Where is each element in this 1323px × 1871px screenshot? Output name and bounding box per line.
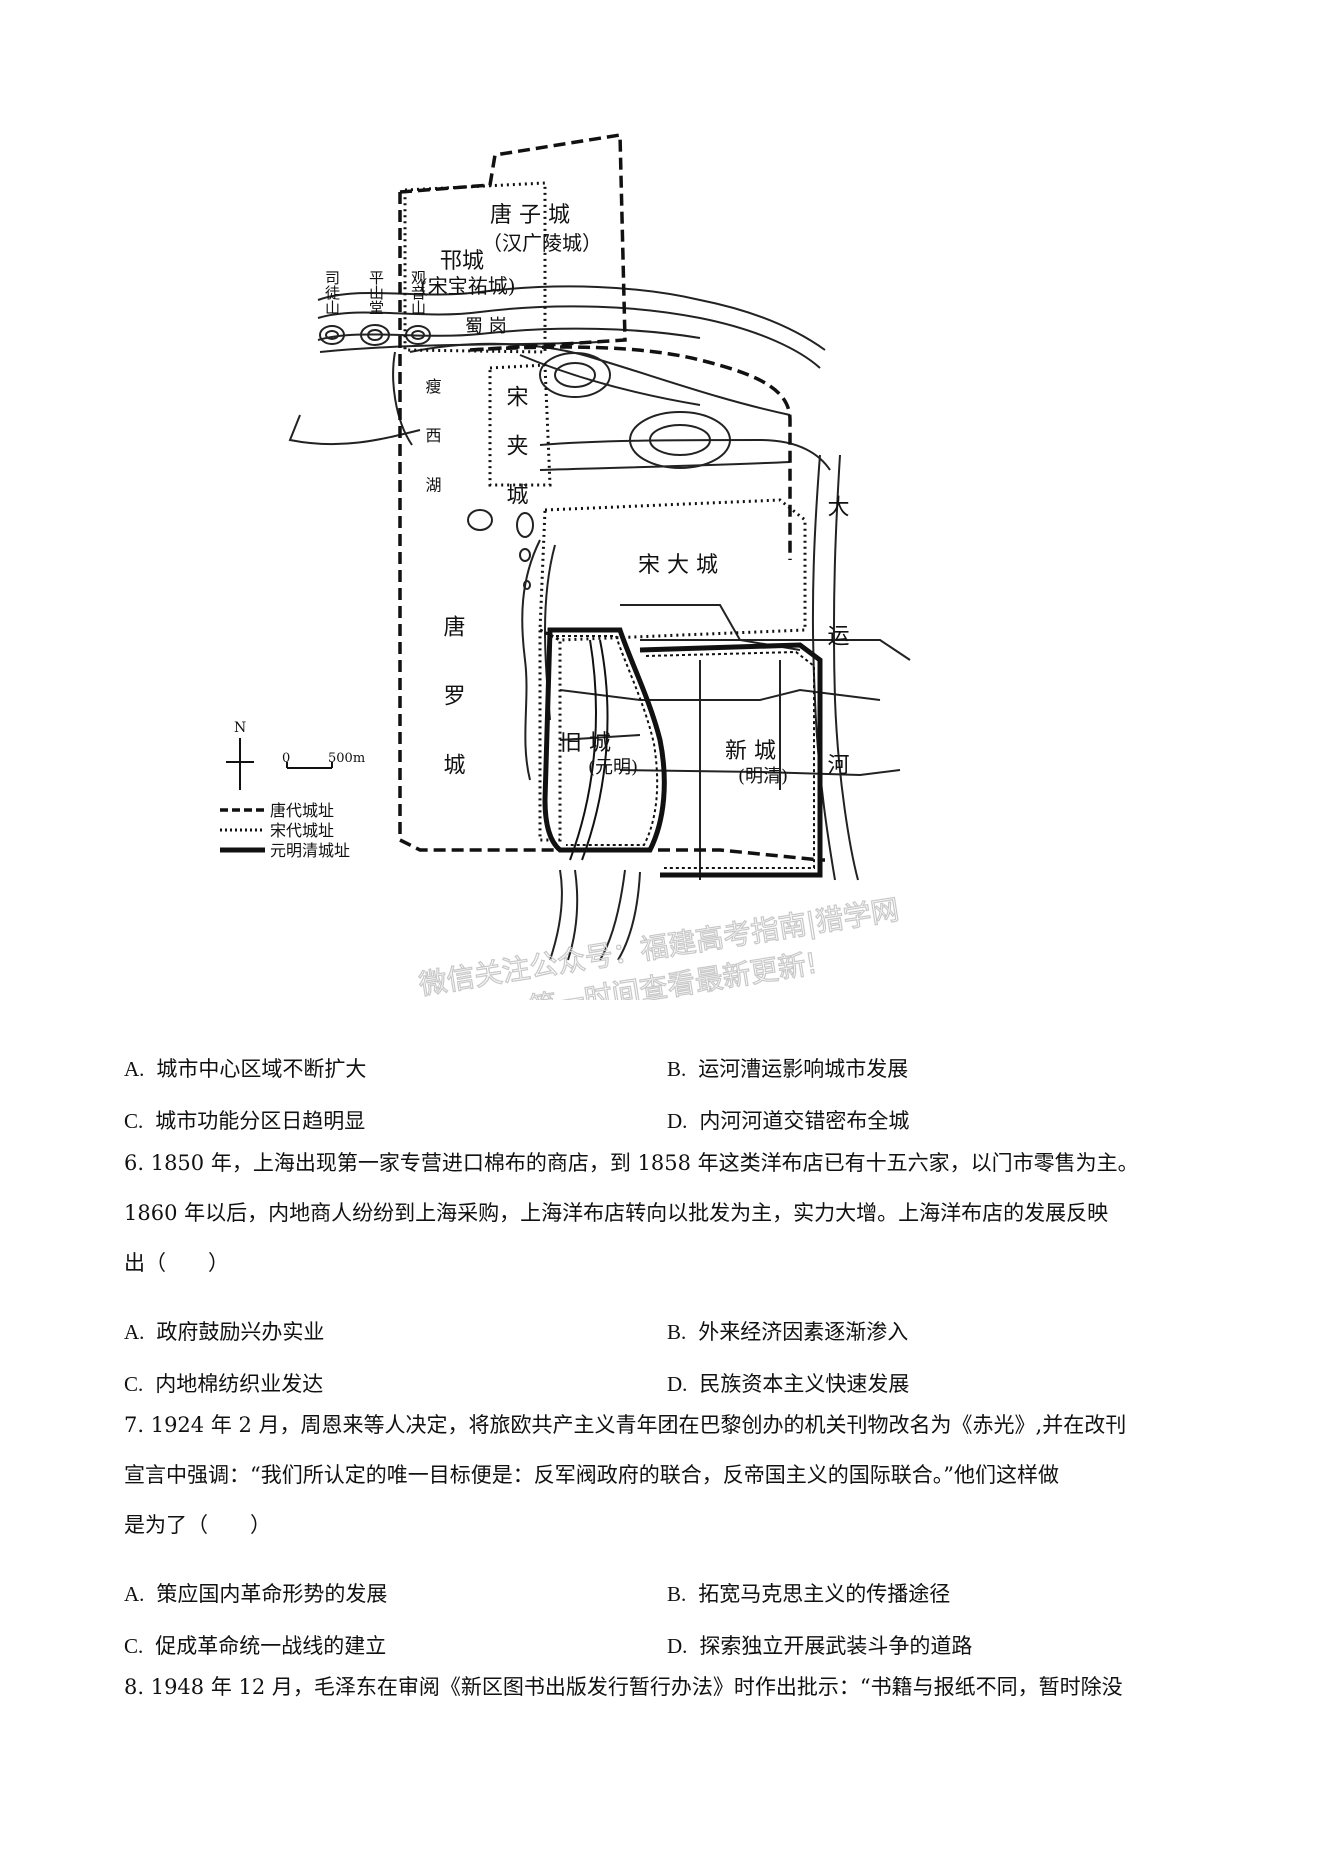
q6-line-3: 出（ ） xyxy=(124,1251,229,1275)
ymq-walls-hatch xyxy=(556,635,815,869)
ymq-walls xyxy=(542,627,823,878)
q5-option-c: C.城市功能分区日趋明显 xyxy=(124,1109,366,1133)
city-map: 唐 子 城 （汉广陵城） 邗城 (宋宝祐城) 司徒山 平山堂 观音山 蜀 岗 瘦… xyxy=(220,132,911,1000)
q7-line-1: 7. 1924 年 2 月，周恩来等人决定，将旅欧共产主义青年团在巴黎创办的机关… xyxy=(124,1413,1127,1437)
label-jiucheng: 旧 城 xyxy=(560,731,611,756)
label-tangluocheng: 唐 罗 城 xyxy=(440,615,466,795)
legend-tang: 唐代城址 xyxy=(270,801,334,820)
tang-walls xyxy=(398,132,825,862)
q8-line-1: 8. 1948 年 12 月，毛泽东在审阅《新区图书出版发行暂行办法》时作出批示… xyxy=(124,1675,1123,1699)
hill-symbols xyxy=(319,324,431,346)
label-songbaoyou: (宋宝祐城) xyxy=(420,274,516,298)
q7-option-b: B.拓宽马克思主义的传播途径 xyxy=(667,1582,951,1606)
q6-option-a: A.政府鼓励兴办实业 xyxy=(124,1320,325,1344)
label-tangzi: 唐 子 城 xyxy=(490,203,570,228)
q6-option-b: B.外来经济因素逐渐渗入 xyxy=(667,1320,909,1344)
label-xincheng: 新 城 xyxy=(725,739,776,764)
q7-option-c: C.促成革命统一战线的建立 xyxy=(124,1634,387,1658)
question-7-stem: 7. 1924 年 2 月，周恩来等人决定，将旅欧共产主义青年团在巴黎创办的机关… xyxy=(124,1400,1214,1550)
river-lines xyxy=(288,285,911,961)
scale-value: 500m xyxy=(328,751,365,766)
q5-option-b: B.运河漕运影响城市发展 xyxy=(667,1057,909,1081)
q6-option-d: D.民族资本主义快速发展 xyxy=(667,1372,910,1396)
label-mingqing: (明清) xyxy=(738,766,788,787)
q5-option-d: D.内河河道交错密布全城 xyxy=(667,1109,910,1133)
label-dayunhe: 大 运 河 xyxy=(824,495,850,825)
q7-line-3: 是为了（ ） xyxy=(124,1513,271,1537)
scale-bar xyxy=(286,762,333,769)
q5-option-a: A.城市中心区域不断扩大 xyxy=(124,1057,367,1081)
label-songjiacheng: 宋 夹 城 xyxy=(503,385,529,515)
terrain-contours xyxy=(467,352,731,590)
q7-option-d: D.探索独立开展武装斗争的道路 xyxy=(667,1634,973,1658)
old-city-canal-2 xyxy=(581,639,609,861)
legend-song: 宋代城址 xyxy=(270,821,334,840)
song-walls xyxy=(403,181,807,842)
north-arrow xyxy=(226,738,254,790)
label-shouxihu: 瘦 西 湖 xyxy=(423,378,442,506)
label-situshan: 司徒山 xyxy=(323,270,341,315)
q7-line-2: 宣言中强调：“我们所认定的唯一目标便是：反军阀政府的联合，反帝国主义的国际联合。… xyxy=(124,1463,1059,1487)
label-hanguangling: （汉广陵城） xyxy=(482,231,602,255)
old-city-canal xyxy=(569,639,597,861)
question-6-stem: 6. 1850 年，上海出现第一家专营进口棉布的商店，到 1858 年这类洋布店… xyxy=(124,1138,1214,1288)
label-pingshantang: 平山堂 xyxy=(367,270,385,315)
scale-zero: 0 xyxy=(282,751,290,766)
q7-option-a: A.策应国内革命形势的发展 xyxy=(124,1582,388,1606)
question-8-stem: 8. 1948 年 12 月，毛泽东在审阅《新区图书出版发行暂行办法》时作出批示… xyxy=(124,1662,1214,1712)
q6-option-c: C.内地棉纺织业发达 xyxy=(124,1372,324,1396)
north-label: N xyxy=(234,720,246,736)
label-guanyinshan: 观音山 xyxy=(409,270,427,315)
label-hancheng: 邗城 xyxy=(440,249,484,274)
label-songdacheng: 宋 大 城 xyxy=(638,553,718,578)
label-shugang: 蜀 岗 xyxy=(465,316,507,337)
q6-line-2: 1860 年以后，内地商人纷纷到上海采购，上海洋布店转向以批发为主，实力大增。上… xyxy=(124,1201,1109,1225)
watermark: 微信关注公众号：福建高考指南|猎学网 第一时间查看最新更新! xyxy=(416,892,902,1000)
label-yuanming: (元明) xyxy=(588,757,638,778)
legend-ymq: 元明清城址 xyxy=(270,841,350,860)
q6-line-1: 6. 1850 年，上海出现第一家专营进口棉布的商店，到 1858 年这类洋布店… xyxy=(124,1151,1139,1175)
legend: 唐代城址 宋代城址 元明清城址 xyxy=(220,801,350,860)
